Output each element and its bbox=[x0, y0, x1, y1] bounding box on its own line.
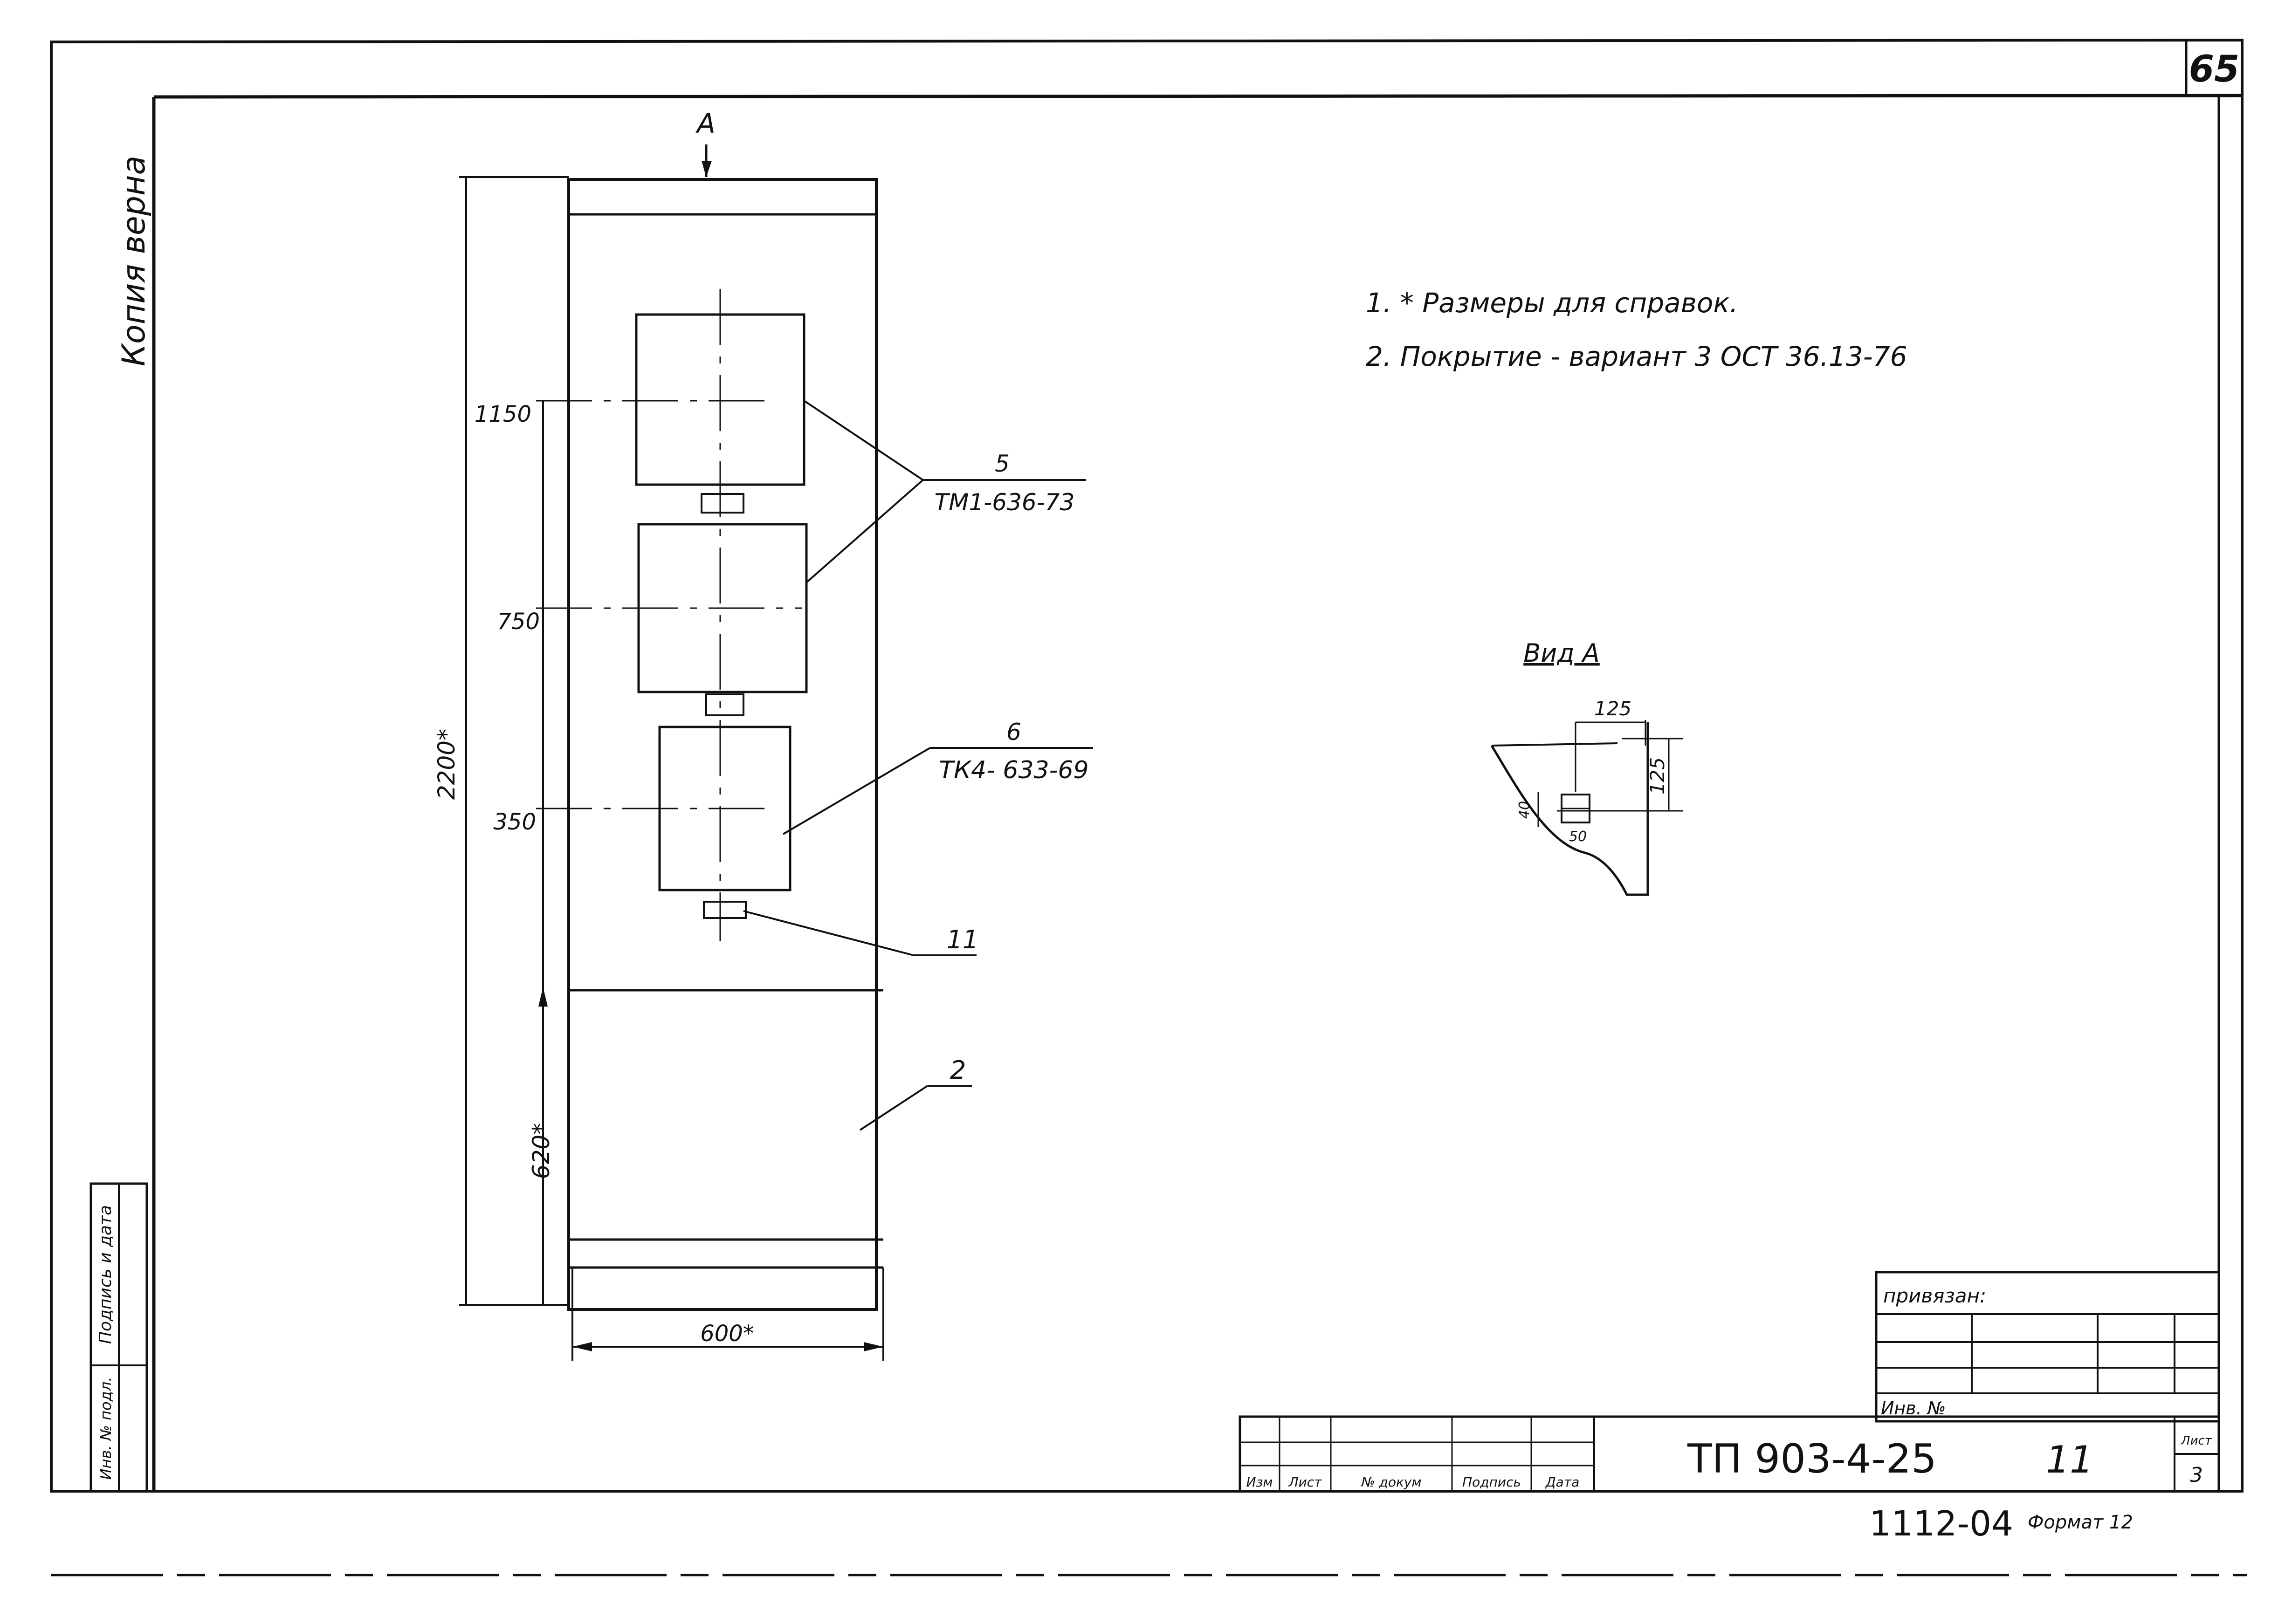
attached-label: привязан: bbox=[1883, 1284, 1986, 1307]
inv-number-label: Инв. № bbox=[1881, 1398, 1946, 1418]
view-a-dim-bottom: 50 bbox=[1569, 829, 1587, 845]
notes: 1. * Размеры для справок. 2. Покрытие - … bbox=[1366, 287, 1907, 372]
col-header-date: Дата bbox=[1545, 1474, 1580, 1490]
upper-terminal bbox=[701, 493, 744, 514]
sheet-mark: 11 bbox=[2046, 1438, 2093, 1481]
level-label-350: 350 bbox=[493, 809, 536, 835]
width-dimension: 600* bbox=[700, 1321, 754, 1347]
bottom-dimension: 620* bbox=[528, 1123, 555, 1179]
view-a-title: Вид А bbox=[1523, 638, 1600, 668]
upper-meter bbox=[635, 313, 805, 486]
col-header-list: Лист bbox=[1288, 1474, 1322, 1490]
height-dimension: 2200* bbox=[433, 729, 460, 800]
view-a-marker: А bbox=[695, 108, 716, 139]
view-a-dim-top: 125 bbox=[1594, 697, 1631, 720]
page-number: 65 bbox=[2189, 48, 2240, 90]
view-a-dim-right: 125 bbox=[1646, 757, 1669, 795]
cabinet-front-view: А 2200* 1150 750 350 620* 600* bbox=[433, 108, 884, 1361]
middle-terminal bbox=[705, 693, 744, 716]
sheet-border bbox=[50, 38, 2247, 1576]
sheet-label: Лист bbox=[2181, 1434, 2212, 1448]
level-label-750: 750 bbox=[497, 609, 540, 635]
callouts: 5 ТМ1-636-73 6 ТК4- 633-69 11 2 bbox=[743, 400, 1093, 1131]
document-code: ТП 903-4-25 bbox=[1687, 1436, 1937, 1482]
col-header-sign: Подпись bbox=[1462, 1474, 1521, 1490]
callout-5-number: 5 bbox=[995, 450, 1010, 477]
view-a-dim-left: 40 bbox=[1516, 801, 1533, 819]
callout-5-code: ТМ1-636-73 bbox=[935, 489, 1075, 516]
side-stamp-sign-date: Подпись и дата bbox=[96, 1205, 115, 1344]
view-a-arrow bbox=[702, 161, 712, 177]
col-header-doc: № докум bbox=[1360, 1474, 1421, 1490]
side-stamp-inv-number: Инв. № подл. bbox=[97, 1377, 115, 1480]
note-2: 2. Покрытие - вариант 3 ОСТ 36.13-76 bbox=[1366, 341, 1907, 372]
title-block: привязан: Инв. № Изм Лист № докум Подпис… bbox=[1239, 1271, 2220, 1544]
sheet-number: 3 bbox=[2190, 1463, 2203, 1487]
view-a-detail: Вид А 125 125 40 50 bbox=[1490, 638, 1683, 896]
copy-verified-stamp: Копия верна bbox=[116, 156, 152, 366]
note-1: 1. * Размеры для справок. bbox=[1366, 287, 1738, 319]
level-label-1150: 1150 bbox=[475, 401, 531, 427]
callout-11-number: 11 bbox=[947, 925, 979, 954]
col-header-izm: Изм bbox=[1246, 1474, 1273, 1490]
archive-number: 1112-04 bbox=[1869, 1504, 2013, 1544]
side-stamp-table: Подпись и дата Инв. № подл. bbox=[89, 1182, 148, 1493]
callout-6-number: 6 bbox=[1006, 719, 1021, 746]
format-label: Формат 12 bbox=[2028, 1512, 2133, 1533]
callout-2-number: 2 bbox=[950, 1055, 966, 1085]
callout-6-code: ТК4- 633-69 bbox=[939, 756, 1088, 784]
lower-terminal bbox=[703, 901, 747, 919]
